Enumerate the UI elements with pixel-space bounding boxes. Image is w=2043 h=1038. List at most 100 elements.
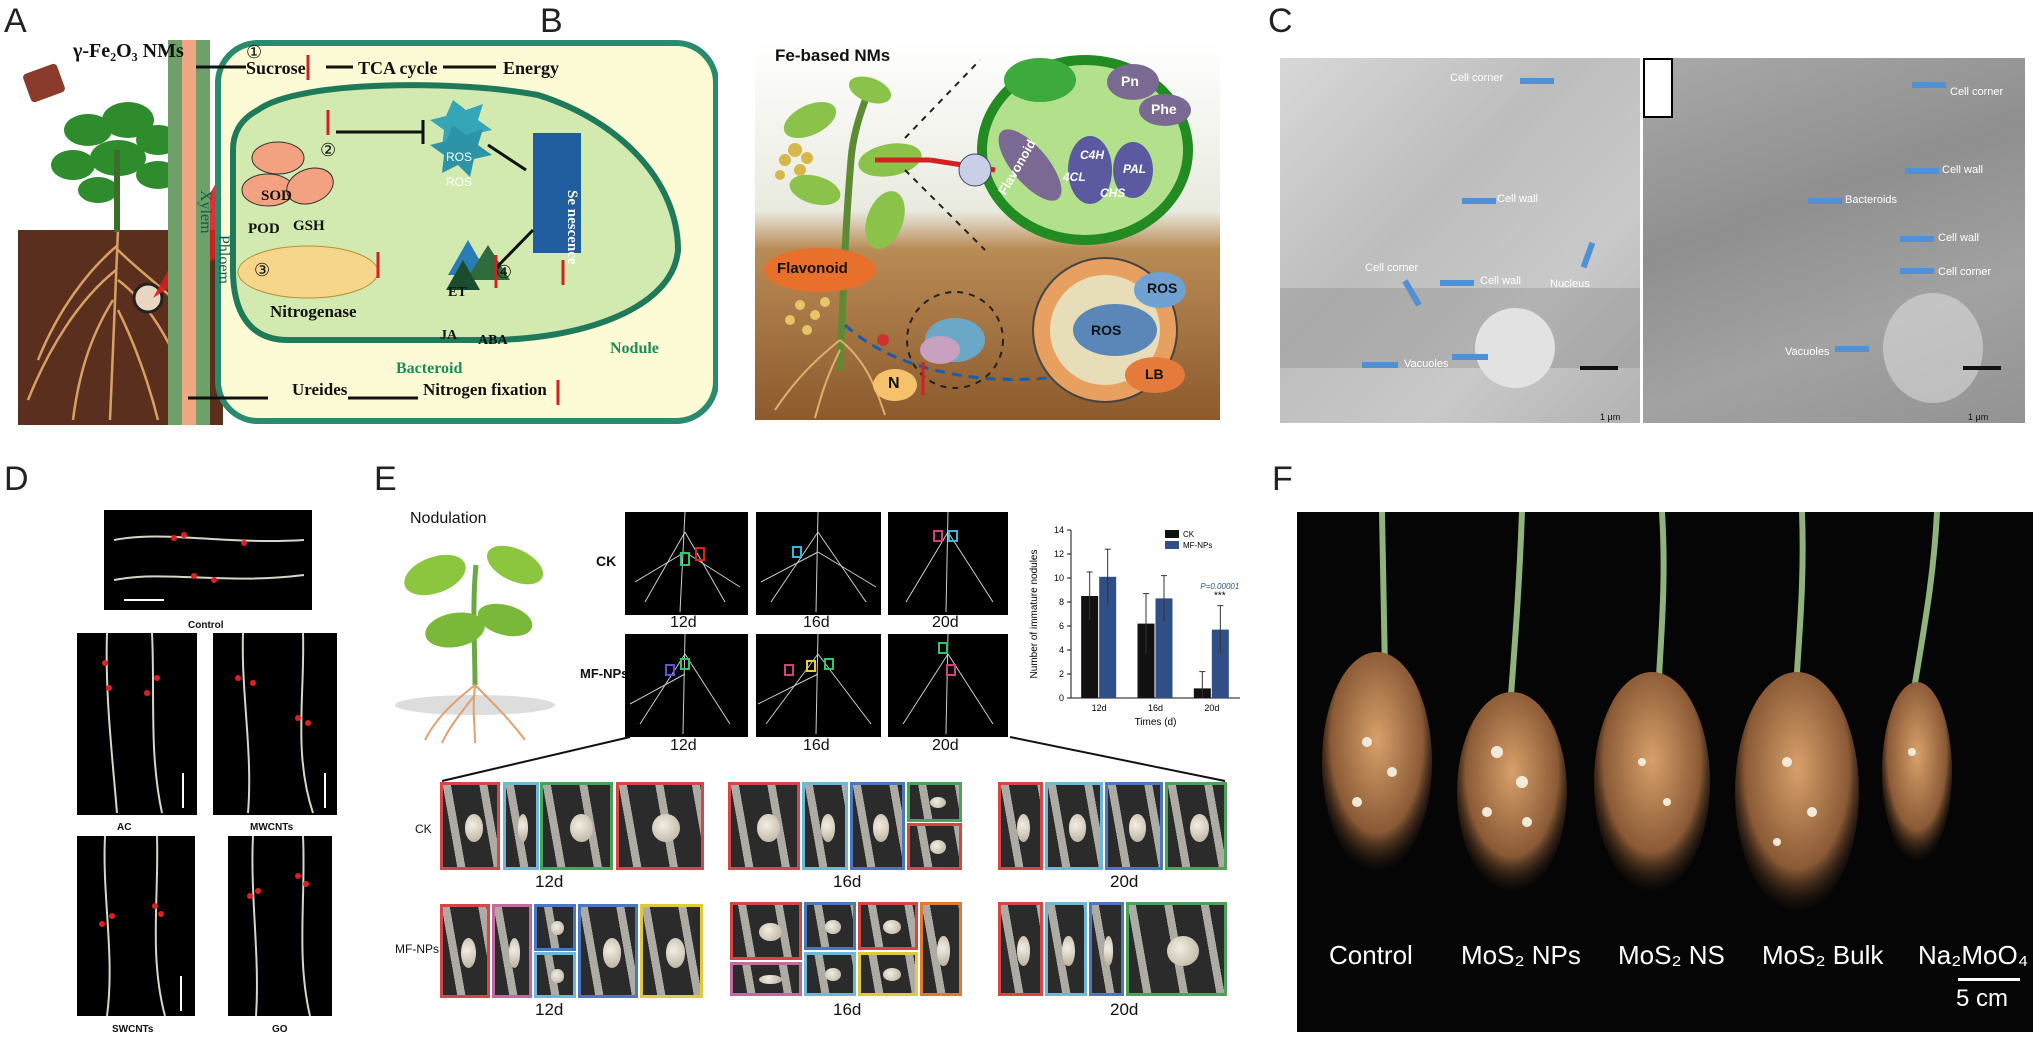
tem-label-l2: Cell corner [1365,262,1419,274]
label-bacteroid: Bacteroid [396,360,463,377]
label-ros-b2: ROS [1091,322,1122,338]
tem-scale-left: 1 μm [1600,412,1621,422]
tem-image-right [1643,58,2025,423]
x-tick-label-2: 20d [1204,703,1219,713]
label-gsh: GSH [293,218,325,234]
label-nitrogenase: Nitrogenase [270,302,357,321]
label-f-1: MoS₂ NPs [1461,940,1581,970]
y-tick-label-2: 4 [1059,645,1064,655]
tile-ck-20d-4 [1165,782,1227,870]
label-e-bottom-ck: CK [415,822,432,836]
tem-arrow-l5 [1362,362,1398,368]
bar-MF-NPs-20d [1211,629,1229,698]
tile-mf-16d-7 [920,902,962,996]
tem-label-r5: Vacuoles [1785,346,1830,358]
label-nitrogen-fixation: Nitrogen fixation [423,380,547,399]
tile-mf-12d-1 [440,904,490,998]
tile-mf-16d-6 [858,952,918,996]
tem-scale-right: 1 μm [1968,412,1989,422]
y-tick-label-7: 14 [1054,525,1064,535]
label-e-mid-12d: 12d [670,737,697,754]
label-f-3: MoS₂ Bulk [1762,940,1884,970]
tile-mf-12d-5 [578,904,638,998]
photo-f-roots [1297,512,2033,1032]
panel-letter-d: D [4,460,29,498]
label-chs: CHS [1100,186,1126,200]
label-sod: SOD [261,188,292,204]
legend-swatch-CK [1165,530,1179,538]
step-4: ④ [496,262,513,282]
tile-mf-12d-2 [492,904,532,998]
tem-label-r1: Cell wall [1942,164,1983,176]
tile-mf-12d-6 [640,904,703,998]
y-tick-label-3: 6 [1059,621,1064,631]
label-aba: ABA [478,333,508,348]
legend-swatch-MF-NPs [1165,541,1179,549]
scale-label-f: 5 cm [1956,985,2009,1012]
label-n: N [888,375,900,392]
label-e-bottom-mf: MF-NPs [395,942,439,956]
panel-letter-e: E [374,460,397,498]
tem-arrow-r4 [1900,268,1934,274]
label-4cl: 4CL [1063,170,1086,184]
y-tick-label-0: 0 [1059,693,1064,703]
photo-e-mf-16d [756,634,881,737]
step-3: ③ [254,260,271,280]
tile-mf-16d-2 [730,962,802,996]
legend-label-CK: CK [1183,530,1195,539]
label-nodulation: Nodulation [410,510,487,527]
tile-mf-20d-4 [1126,902,1227,996]
tile-ck-12d-3 [540,782,613,870]
label-tca: TCA cycle [358,58,438,78]
tile-mf-16d-4 [804,952,856,996]
y-tick-label-4: 8 [1059,597,1064,607]
tile-mf-16d-5 [858,902,918,950]
tem-label-l4: Nucleus [1550,278,1590,290]
tile-mf-16d-3 [804,902,856,950]
tile-mf-20d-2 [1045,902,1087,996]
label-senescence: Se nescence [564,190,580,265]
photo-d-swcnts [77,836,195,1016]
label-ja: JA [440,328,458,343]
tem-arrow-r1 [1905,168,1939,174]
tem-image-left [1280,58,1640,423]
tile-ck-16d-3 [850,782,905,870]
label-e-top-16d: 16d [803,614,830,631]
tile-ck-20d-3 [1105,782,1163,870]
tile-mf-16d-1 [730,902,802,960]
panel-b-title: Fe-based NMs [775,46,891,65]
nodule-lens [132,282,164,314]
panel-letter-f: F [1272,460,1293,498]
tem-label-l5: Vacuoles [1404,358,1449,370]
photo-d-ac [77,633,197,815]
label-et: ET [448,285,467,300]
tem-label-r2: Bacteroids [1845,194,1897,206]
label-e-bottom-mf-16d: 16d [833,1000,862,1019]
foliage-a [51,102,180,203]
label-f-0: Control [1329,940,1413,970]
y-axis-label: Number of immature nodules [1029,550,1040,679]
tem-arrow-l3 [1440,280,1474,286]
legend-label-MF-NPs: MF-NPs [1183,541,1212,550]
x-tick-label-1: 16d [1148,703,1163,713]
tem-arrow-l5b [1452,354,1488,360]
label-d-control: Control [188,620,224,631]
tem-arrow-r0 [1912,82,1946,88]
label-sucrose: Sucrose [246,58,306,78]
label-phloem: Phloem [215,235,232,284]
panel-a-schematic: γ-Fe₂O₃ NMs Xylem Phloem ① Sucrose TCA c… [18,40,719,425]
tile-mf-20d-1 [998,902,1043,996]
label-e-mid-20d: 20d [932,737,959,754]
tem-label-l1: Cell wall [1497,193,1538,205]
label-pod: POD [248,221,280,237]
photo-d-mwcnts [213,633,337,815]
label-d-go: GO [272,1024,288,1035]
np-packet [23,63,65,103]
panel-letter-a: A [4,2,27,40]
tem-arrow-r2 [1808,198,1842,204]
label-d-mwcnts: MWCNTs [250,822,294,833]
label-e-bottom-ck-16d: 16d [833,872,862,891]
tem-label-r0: Cell corner [1950,86,2004,98]
label-e-bottom-ck-20d: 20d [1110,872,1139,891]
annotation-significance: *** [1214,590,1226,601]
